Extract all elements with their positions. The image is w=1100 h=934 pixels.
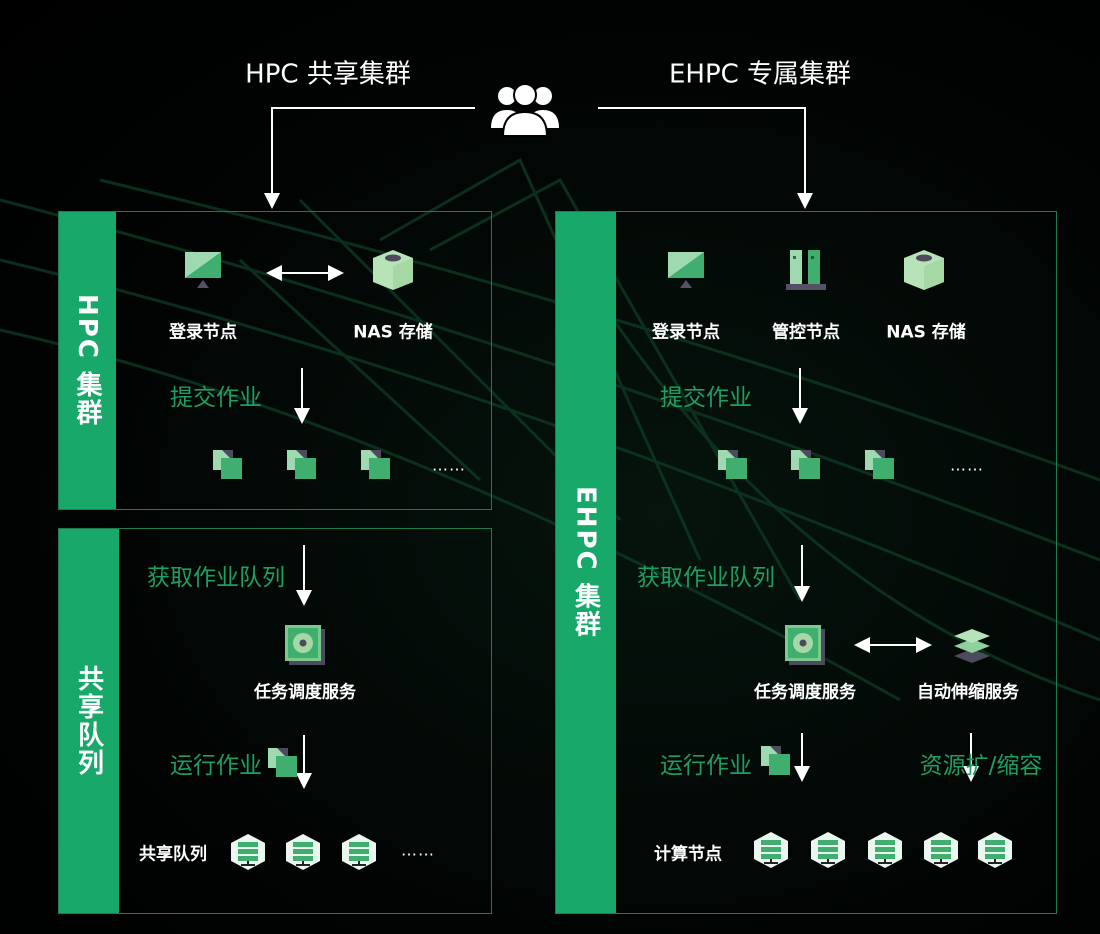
server-node-icon <box>978 832 1012 868</box>
ehpc-resource-scale: 资源扩/缩容 <box>919 753 1043 779</box>
shared-queue-nodes-label: 共享队列 <box>139 844 207 865</box>
ehpc-autoscale-label: 自动伸缩服务 <box>917 682 1019 703</box>
monitor-icon <box>185 252 221 288</box>
server-node-icon <box>231 834 265 870</box>
shared-queue-label: 共享队列 <box>73 665 104 777</box>
ehpc-run-job: 运行作业 <box>660 753 752 779</box>
shared-more-nodes: …… <box>401 840 435 860</box>
hpc-cluster-label: HPC 集群 <box>72 294 102 427</box>
ehpc-compute-nodes-label: 计算节点 <box>654 844 722 865</box>
users-icon <box>491 83 559 137</box>
server-node-icon <box>924 832 958 868</box>
server-node-icon <box>286 834 320 870</box>
server-node-icon <box>754 832 788 868</box>
scheduler-icon <box>285 625 325 665</box>
ehpc-login-node-label: 登录节点 <box>652 322 720 343</box>
job-icon <box>268 748 297 777</box>
shared-fetch-queue: 获取作业队列 <box>147 565 285 591</box>
job-icon <box>761 746 790 775</box>
ehpc-scheduler-label: 任务调度服务 <box>754 682 856 703</box>
job-icon <box>865 450 894 479</box>
job-icon <box>718 450 747 479</box>
hpc-cluster-box: HPC 集群 <box>58 211 492 510</box>
shared-scheduler-label: 任务调度服务 <box>254 682 356 703</box>
shared-run-job: 运行作业 <box>170 753 262 779</box>
server-node-icon <box>342 834 376 870</box>
hpc-nas-label: NAS 存储 <box>353 322 433 343</box>
server-node-icon <box>868 832 902 868</box>
ehpc-fetch-queue: 获取作业队列 <box>637 565 775 591</box>
ehpc-cluster-box: EHPC 集群 <box>555 211 1057 914</box>
hpc-login-node-label: 登录节点 <box>169 322 237 343</box>
hpc-more-jobs: …… <box>432 455 466 475</box>
monitor-icon <box>668 252 704 288</box>
nas-storage-icon <box>373 250 413 290</box>
job-icon <box>791 450 820 479</box>
job-icon <box>213 450 242 479</box>
hpc-submit-job: 提交作业 <box>170 385 262 411</box>
autoscale-layers-icon <box>954 629 990 663</box>
ehpc-control-node-label: 管控节点 <box>772 322 840 343</box>
scheduler-icon <box>785 625 825 665</box>
server-node-icon <box>811 832 845 868</box>
job-icon <box>287 450 316 479</box>
control-node-icon <box>786 250 826 290</box>
shared-queue-box: 共享队列 <box>58 528 492 914</box>
ehpc-nas-label: NAS 存储 <box>886 322 966 343</box>
ehpc-submit-job: 提交作业 <box>660 385 752 411</box>
job-icon <box>361 450 390 479</box>
nas-storage-icon <box>904 250 944 290</box>
ehpc-dedicated-title: EHPC 专属集群 <box>668 59 852 90</box>
hpc-shared-title: HPC 共享集群 <box>245 59 411 90</box>
ehpc-cluster-label: EHPC 集群 <box>570 486 601 639</box>
ehpc-more-jobs: …… <box>950 455 984 475</box>
